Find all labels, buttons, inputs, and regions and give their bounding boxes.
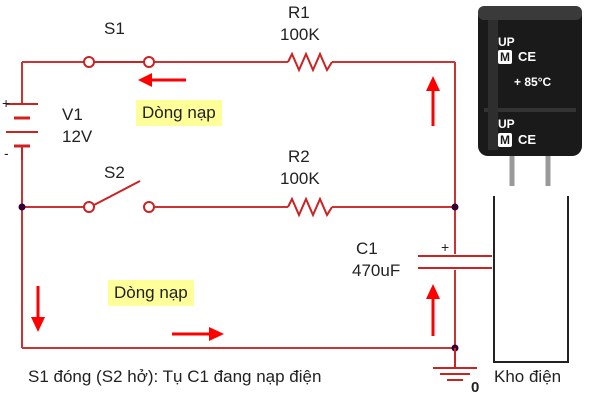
source-minus-sign: - [4,145,9,161]
arrow-down-left [31,286,45,332]
cap-photo-logo-top: M [498,50,512,64]
source-plus-sign: + [2,95,11,111]
cap-photo-series-top: CE [518,49,537,64]
cap-photo-temp: + 85°C [514,75,552,89]
cap-photo-brand-top: UP [498,35,515,49]
ground-symbol [433,348,477,381]
charging-current-note-top: Dòng nạp [136,100,222,126]
resistor-r2-value: 100K [280,169,320,188]
wires [21,61,456,368]
cap-photo-logo-bottom-letter: M [500,133,510,147]
resistor-r2-label: R2 [288,147,310,166]
arrow-right-bottom [172,327,224,341]
junction-left [18,203,26,211]
current-arrows [31,73,440,341]
arrow-left-top [138,73,186,87]
switch-s2-label: S2 [104,163,125,182]
junction-right-mid [451,203,459,211]
switch-s1-symbol [83,56,155,68]
resistor-r1-label: R1 [288,3,310,22]
capacitor-plus-sign: + [441,239,450,255]
storage-label: Kho điện [494,367,562,386]
resistor-r1-value: 100K [280,25,320,44]
source-v1-label: V1 [62,105,83,124]
caption: S1 đóng (S2 hở): Tụ C1 đang nạp điện [28,367,322,386]
switch-s2-symbol [83,180,155,213]
capacitor-c1-label: C1 [356,239,378,258]
ground-label: 0 [471,379,480,396]
cap-photo-brand-bottom: UP [498,117,515,131]
cap-photo-logo-top-letter: M [500,50,510,64]
arrow-up-right-bottom [426,284,440,336]
capacitor-photo [478,6,582,186]
source-v1-value: 12V [62,127,93,146]
capacitor-c1-value: 470uF [352,261,401,280]
charging-current-note-bottom: Dòng nạp [108,280,194,306]
resistor-r2-symbol [287,196,333,218]
cap-photo-series-bottom: CE [518,132,537,147]
battery-v1-symbol [6,103,38,160]
capacitor-c1-symbol [418,255,492,269]
switch-s1-label: S1 [104,19,125,38]
resistor-r1-symbol [287,51,333,73]
cap-photo-logo-bottom: M [498,133,512,147]
arrow-up-right-top [426,76,440,126]
storage-container [493,196,569,363]
